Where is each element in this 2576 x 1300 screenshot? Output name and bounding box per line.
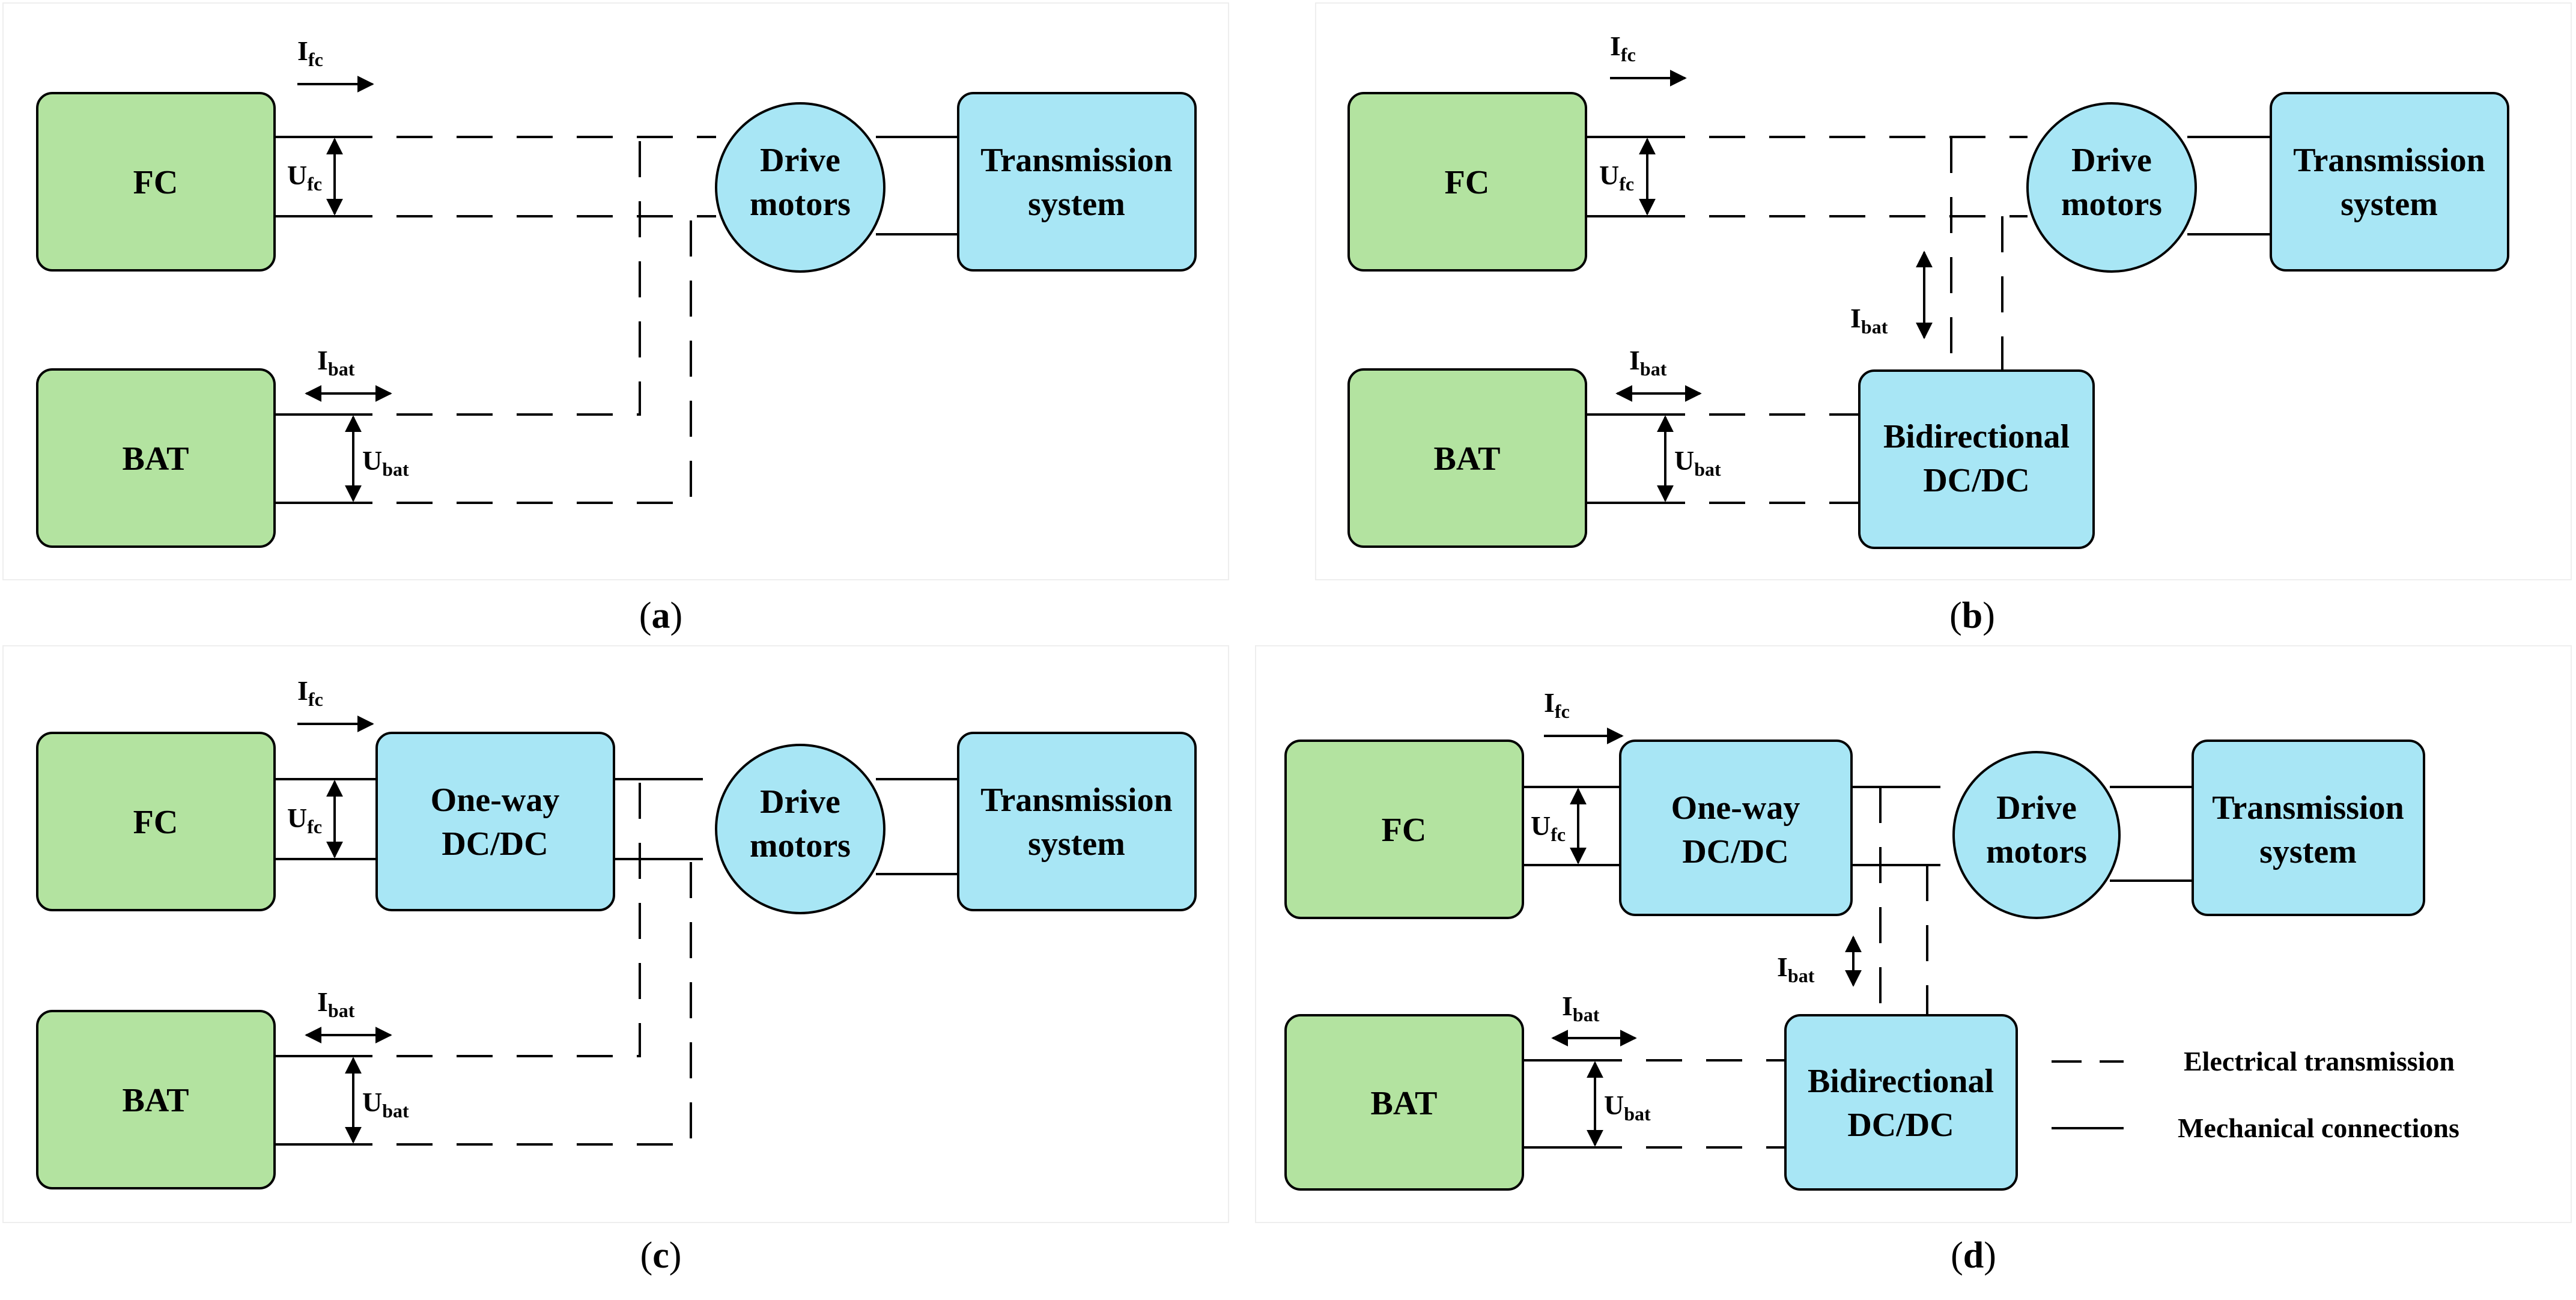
trans-label-2: system [2341,186,2438,223]
transmission-box [2192,740,2425,916]
bat-box [36,1010,276,1189]
legend-mechanical: Mechanical connections [2178,1113,2459,1143]
bat-box [1284,1014,1524,1191]
ubat-label: Ubat [362,1087,409,1122]
ifc-label: Ifc [297,675,323,710]
caption-b: (b) [1949,595,1995,636]
ufc-label: Ufc [1531,810,1566,845]
fc-label: FC [1382,812,1427,849]
panel-b: FC BAT Drive motors Transmission system … [1315,2,2572,636]
ufc-label: Ufc [1599,160,1634,195]
panel-d: FC BAT One-way DC/DC Drive motors Transm… [1255,645,2572,1276]
electrical-line [336,779,641,1057]
ibat-bus-label: Ibat [1850,303,1888,338]
transmission-box [2270,92,2509,272]
ibat-label: Ibat [317,345,355,380]
ibat-label: Ibat [317,986,355,1021]
drive-label-2: motors [1986,833,2087,870]
fc-box [1347,92,1587,272]
fc-label: FC [133,804,178,841]
drive-label-2: motors [750,827,851,864]
caption-c: (c) [640,1235,682,1276]
drive-motors-circle [1952,751,2121,919]
legend-electrical: Electrical transmission [2184,1046,2455,1077]
bat-label: BAT [123,1082,189,1119]
trans-label-2: system [1028,825,1125,863]
ibat-bus-label: Ibat [1777,952,1815,986]
bidir-label-1: Bidirectional [1808,1063,1994,1100]
electrical-line [336,137,641,416]
bat-label: BAT [1434,440,1501,478]
fc-label: FC [1445,164,1490,201]
bidir-label-1: Bidirectional [1883,418,2070,455]
bidir-label-2: DC/DC [1847,1107,1954,1144]
ifc-label: Ifc [297,35,323,70]
ubat-label: Ubat [1604,1090,1651,1125]
drive-motors-circle [715,102,886,273]
oneway-label-1: One-way [1671,789,1800,827]
ufc-label: Ufc [287,803,322,837]
trans-label-1: Transmission [2293,142,2485,179]
oneway-label-2: DC/DC [1682,833,1788,870]
fc-box [1284,740,1524,919]
drive-label-1: Drive [760,783,840,821]
drive-label-2: motors [750,186,851,223]
oneway-dcdc-box [1619,740,1853,916]
ibat-label: Ibat [1562,991,1600,1025]
ubat-label: Ubat [1674,445,1721,480]
fc-box [36,732,276,911]
trans-label-2: system [2259,833,2357,870]
trans-label-1: Transmission [2212,789,2404,827]
ibat-label: Ibat [1629,345,1667,380]
caption-a: (a) [639,595,682,636]
drive-motors-circle [715,744,886,914]
oneway-label-2: DC/DC [442,825,548,863]
transmission-box [957,732,1197,911]
oneway-dcdc-box [375,732,615,911]
bidirectional-dcdc-box [1858,369,2095,549]
drive-label-1: Drive [2071,142,2152,179]
trans-label-1: Transmission [980,782,1172,819]
electrical-line [336,216,692,504]
bat-label: BAT [123,440,189,478]
drive-label-2: motors [2061,186,2162,223]
trans-label-1: Transmission [980,142,1172,179]
ifc-label: Ifc [1544,687,1570,722]
bat-box [36,368,276,548]
ifc-label: Ifc [1610,31,1636,65]
drive-motors-circle [2026,102,2197,273]
panel-a: FC BAT Drive motors Transmission system … [2,2,1229,636]
panel-c: FC BAT One-way DC/DC Drive motors Transm… [2,645,1229,1276]
bidirectional-dcdc-box [1784,1014,2018,1191]
electrical-line [336,859,692,1146]
drive-label-1: Drive [760,142,840,179]
trans-label-2: system [1028,186,1125,223]
bat-box [1347,368,1587,548]
oneway-label-1: One-way [431,782,560,819]
caption-d: (d) [1951,1235,1996,1276]
ubat-label: Ubat [362,445,409,480]
bidir-label-2: DC/DC [1923,462,2029,499]
transmission-box [957,92,1197,272]
bat-label: BAT [1371,1085,1438,1122]
fc-box [36,92,276,272]
fc-label: FC [133,164,178,201]
legend: Electrical transmission Mechanical conne… [2052,1046,2459,1143]
ufc-label: Ufc [287,160,322,195]
drive-label-1: Drive [1996,789,2077,827]
